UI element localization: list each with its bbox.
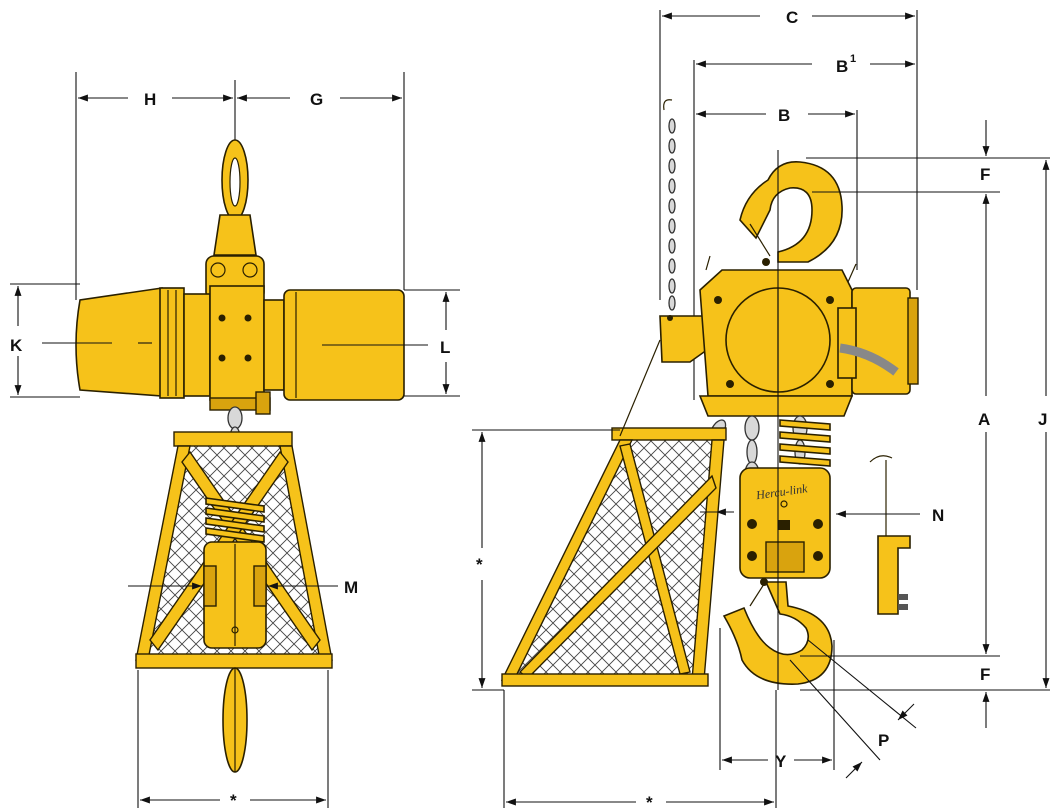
bottom-hook-side — [722, 581, 833, 685]
label-l: L — [440, 338, 450, 357]
front-view — [10, 72, 460, 808]
label-b: B — [778, 106, 790, 125]
label-g: G — [310, 90, 323, 109]
dimension-labels: C B 1 B H G F A J K L M N F P Y * * * — [10, 8, 1047, 808]
label-c: C — [786, 8, 798, 27]
label-h: H — [144, 90, 156, 109]
label-star-side-height: * — [476, 555, 483, 574]
label-j: J — [1038, 410, 1047, 429]
motor-end-side — [851, 287, 911, 395]
chain-container-side — [500, 339, 727, 687]
label-f-bottom: F — [980, 665, 990, 684]
top-hook-side — [739, 161, 843, 263]
label-star-front-width: * — [230, 791, 237, 808]
label-a: A — [978, 410, 990, 429]
motor-left — [75, 287, 163, 397]
label-f-top: F — [980, 165, 990, 184]
label-n: N — [932, 506, 944, 525]
label-k: K — [10, 336, 23, 355]
label-p: P — [878, 731, 889, 750]
pendant-control — [869, 455, 911, 615]
side-view: Hercu-link — [472, 10, 1050, 808]
gear-case — [209, 285, 265, 401]
label-y: Y — [775, 752, 787, 771]
label-star-side-width: * — [646, 793, 653, 808]
label-m: M — [344, 578, 358, 597]
spring-side — [779, 419, 831, 467]
label-b1-superscript: 1 — [850, 53, 856, 65]
hand-chain — [663, 99, 676, 311]
spring-front — [205, 497, 265, 543]
label-b1: B — [836, 57, 848, 76]
cable — [839, 343, 899, 376]
